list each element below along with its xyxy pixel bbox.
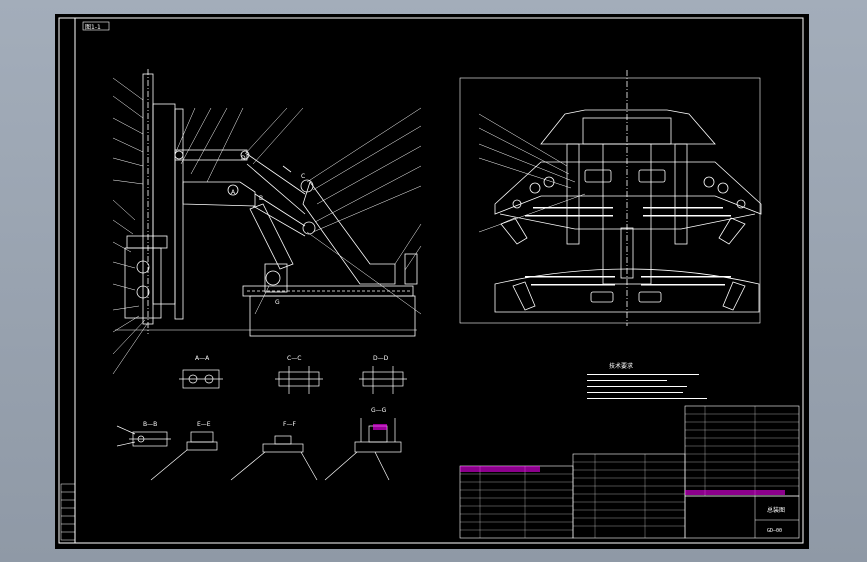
cut-letter-a: A (231, 189, 236, 196)
frame-tag-box (82, 21, 110, 31)
inner-frame (74, 17, 804, 544)
section-f-label: F—F (283, 421, 296, 428)
title-block-name: 总装图 (767, 506, 785, 514)
notes-lines (587, 374, 707, 399)
revision-column (60, 483, 76, 541)
section-b-view (116, 425, 171, 447)
section-d-view (359, 366, 407, 394)
cut-letter-c: C (301, 173, 305, 180)
section-g-label: G—G (371, 407, 387, 414)
drawing-sheet: 图1-1 (55, 14, 809, 549)
cut-letter-g: G (275, 299, 280, 306)
bom-header-accent (460, 466, 540, 472)
frame-tag: 图1-1 (85, 24, 101, 31)
section-a-view (179, 369, 223, 389)
bom-rows (460, 406, 799, 538)
section-c-view (275, 366, 323, 394)
side-view-bolt-pattern (525, 207, 731, 286)
section-e-label: E—E (197, 421, 211, 428)
cut-letter-d: D (241, 155, 246, 162)
notes-title: 技术要求 (609, 362, 633, 370)
outer-frame (58, 17, 804, 544)
section-c-label: C—C (287, 355, 301, 362)
section-e-view (150, 431, 218, 481)
cut-letter-b: B (259, 195, 263, 202)
section-g-accent (373, 424, 387, 430)
title-block-code: GD—00 (767, 528, 782, 534)
section-g-view (324, 418, 402, 481)
drawing-canvas: 图1-1 (58, 17, 804, 544)
section-f-view (230, 435, 318, 481)
main-elevation-view (115, 69, 418, 337)
section-b-label: B—B (143, 421, 157, 428)
side-view (459, 70, 762, 326)
section-a-label: A—A (195, 355, 210, 362)
section-d-label: D—D (373, 355, 389, 362)
leaders-side (478, 113, 586, 233)
leaders-left (112, 77, 422, 375)
bom-header-accent-2 (685, 490, 785, 495)
